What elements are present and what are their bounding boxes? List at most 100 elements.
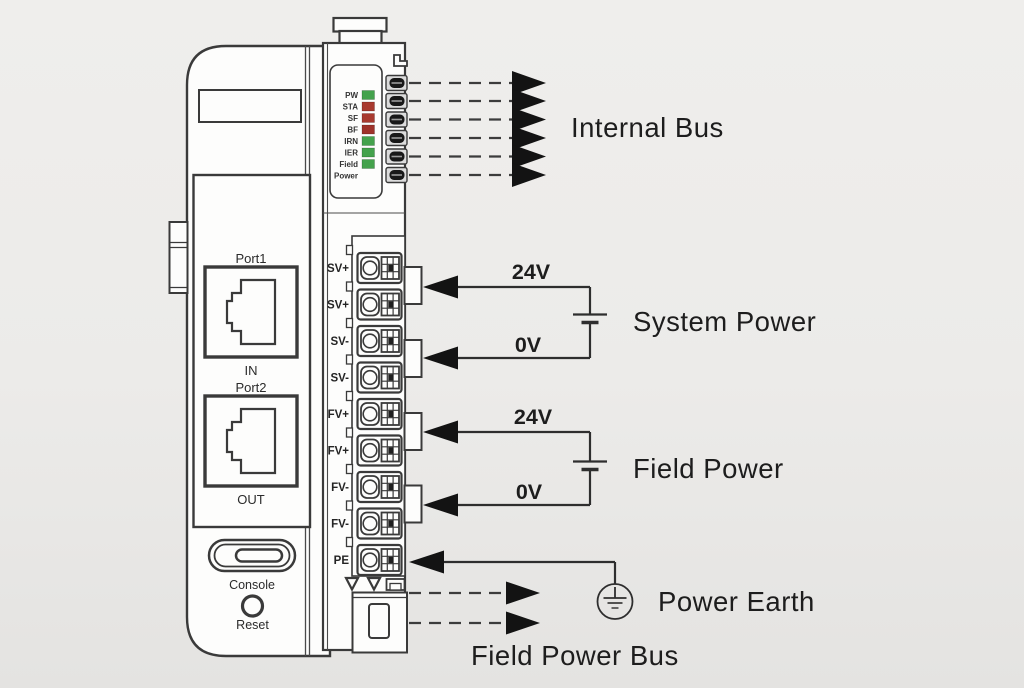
mount-hook [393, 54, 408, 67]
bus-connector-icon [385, 74, 408, 92]
down-triangle-icon [344, 576, 360, 592]
arrow-right-icon [512, 89, 546, 113]
terminal-block [356, 507, 403, 540]
terminal-block [356, 251, 403, 285]
terminal-block [356, 470, 403, 504]
terminal-label: FV- [331, 482, 349, 494]
arrow-left-icon [409, 550, 444, 574]
console-label: Console [229, 578, 275, 592]
terminal-label: SV- [330, 373, 349, 385]
terminal-label: SV- [330, 336, 349, 348]
field-0v-label: 0V [516, 480, 543, 504]
arrow-right-icon [512, 144, 546, 169]
terminal-block [356, 543, 403, 577]
terminal-label: SV+ [327, 300, 349, 312]
led-label: IRN [344, 137, 358, 146]
terminal-label: PE [334, 555, 350, 567]
led-label: BF [347, 126, 358, 135]
led-irn [361, 136, 375, 146]
bottom-bus-slot [368, 603, 390, 639]
port2-sub-label: OUT [237, 492, 265, 507]
strip-notch [345, 244, 354, 256]
led-sta [361, 101, 375, 112]
port1-label: Port1 [235, 251, 266, 266]
arrow-right-icon [512, 126, 546, 150]
led-ier [361, 147, 375, 158]
power-earth-label: Power Earth [658, 586, 815, 617]
field-power-label: Field Power [633, 453, 784, 484]
led-label: PW [345, 91, 358, 100]
top-clip [332, 16, 388, 33]
terminal-label: FV- [331, 519, 349, 531]
column-bottom [344, 576, 408, 654]
power-earth-annotation: Power Earth [409, 550, 815, 620]
earth-ground-icon [596, 583, 634, 620]
strip-notch [345, 427, 354, 438]
internal-bus-annotation: Internal Bus [409, 71, 724, 187]
arrow-right-icon [512, 163, 546, 187]
field-power-bus-label: Field Power Bus [471, 640, 679, 671]
din-rail-latch [168, 221, 189, 294]
reset-label: Reset [236, 618, 269, 632]
system-power-annotation: 24V 0V System Power [423, 260, 816, 370]
arrow-right-icon [512, 71, 546, 95]
bus-connector-icon [385, 111, 408, 128]
led-label: SF [348, 114, 358, 123]
strip-notch [345, 463, 354, 475]
terminal-block [356, 434, 403, 467]
terminal-strip: SV+ SV+ SV- SV- FV+ FV+ FV- FV- PE [327, 235, 406, 577]
bus-connector-icon [385, 92, 408, 110]
field-power-annotation: 24V 0V Field Power [423, 405, 784, 517]
strip-notch [345, 500, 354, 511]
arrow-right-icon [506, 581, 540, 605]
strip-notch [345, 281, 354, 292]
side-tab [403, 412, 423, 451]
led-sf [361, 113, 375, 123]
bottom-notch-inner [389, 582, 402, 591]
arrow-right-icon [512, 107, 546, 132]
side-tab [403, 484, 423, 524]
led-pw [361, 90, 375, 100]
led-label: IER [345, 149, 359, 158]
strip-notch [345, 317, 354, 329]
system-power-label: System Power [633, 306, 816, 337]
side-tab [403, 339, 423, 378]
bus-terminal-column: PW STA SF BF IRN IER Field Power [321, 16, 423, 654]
reset-button-group: Reset [236, 594, 269, 632]
strip-notch [345, 390, 354, 402]
port1-sub-label: IN [245, 363, 258, 378]
terminal-block [356, 324, 403, 358]
led-label-line2: Power [334, 172, 358, 181]
system-0v-label: 0V [515, 333, 542, 357]
port2-group: Port2 OUT [203, 380, 299, 507]
console-port-group: Console [207, 538, 297, 592]
top-clip-lower [338, 29, 383, 45]
terminal-block [356, 288, 403, 321]
port2-label: Port2 [235, 380, 266, 395]
led-panel: PW STA SF BF IRN IER Field Power [329, 64, 383, 199]
bus-connector-icon [385, 166, 408, 184]
down-triangle-icon [366, 576, 382, 592]
internal-bus-label: Internal Bus [571, 112, 724, 143]
arrow-left-icon [423, 420, 458, 444]
bus-connector-icon [385, 148, 408, 165]
field-24v-label: 24V [514, 405, 553, 429]
strip-notch [345, 354, 354, 365]
terminal-label: FV+ [328, 409, 350, 421]
led-label: Field [339, 160, 358, 169]
terminal-label: SV+ [327, 263, 349, 275]
terminal-block [356, 361, 403, 394]
led-bf [361, 124, 375, 135]
led-label: STA [343, 103, 359, 112]
arrow-right-icon [506, 611, 540, 635]
system-24v-label: 24V [512, 260, 551, 284]
label-window [198, 89, 302, 123]
module-body: Port1 IN Port2 OUT Console Reset [168, 44, 332, 658]
led-field-power [361, 159, 375, 169]
arrow-left-icon [423, 346, 458, 370]
field-power-bus-annotation: Field Power Bus [409, 581, 679, 671]
arrow-left-icon [423, 493, 458, 517]
port1-group: Port1 IN [203, 251, 299, 378]
